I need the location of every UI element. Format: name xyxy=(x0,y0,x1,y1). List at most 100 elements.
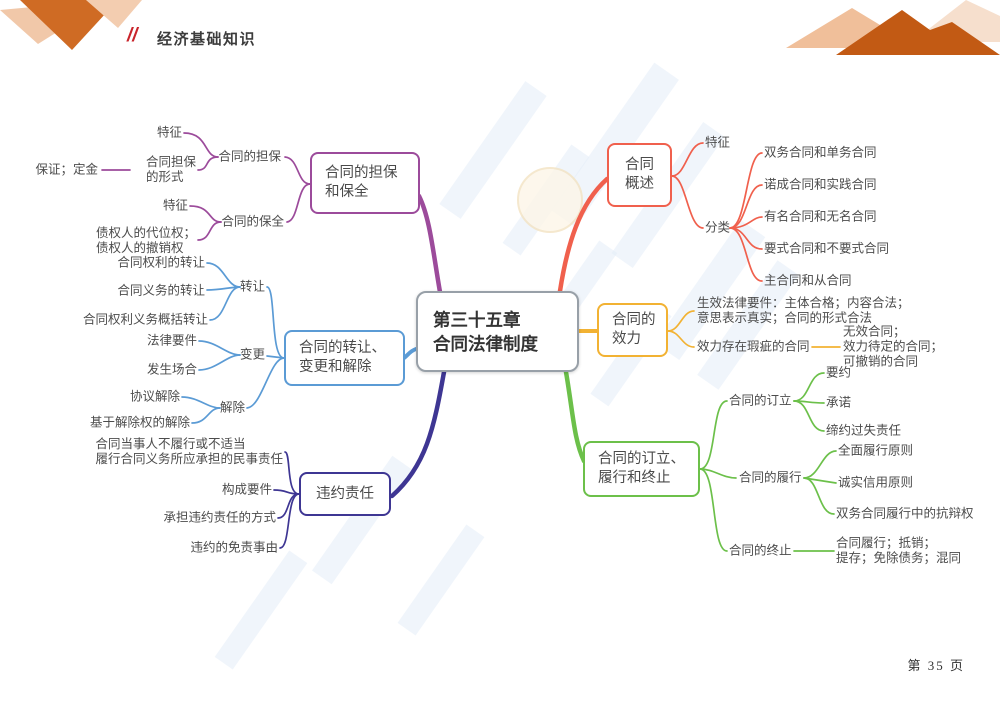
connector-line xyxy=(729,227,763,282)
contract-preservation-line1: 合同的保全 xyxy=(221,214,284,229)
connector-line xyxy=(667,330,695,348)
overview-feature: 特征 xyxy=(705,136,730,151)
connector-line xyxy=(206,262,241,288)
watermark-stripe xyxy=(697,260,799,390)
transfer: 转让 xyxy=(240,280,265,295)
connector-line xyxy=(197,221,222,241)
class-formal-line1: 要式合同和不要式合同 xyxy=(764,241,890,256)
box-transfer: 合同的转让、变更和解除 xyxy=(284,330,405,386)
breach-exemptions-line1: 违约的免责事由 xyxy=(190,540,278,555)
connector-line xyxy=(699,468,728,552)
rescission: 解除 xyxy=(220,401,245,416)
box-transfer-line1: 合同的转让、 xyxy=(299,340,386,356)
class-nominate: 有名合同和无名合同 xyxy=(764,210,877,225)
full-performance-line1: 全面履行原则 xyxy=(838,443,914,458)
central-topic-line1: 第三十五章 xyxy=(433,309,521,330)
box-overview-line1: 合同 xyxy=(625,157,654,173)
breach-definition-line1: 合同当事人不履行或不适当 xyxy=(95,437,246,451)
class-principal: 主合同和从合同 xyxy=(764,274,852,289)
connector-line xyxy=(279,493,300,549)
corner-triangle-decoration xyxy=(86,0,142,28)
guarantee-feature-line1: 特征 xyxy=(156,125,182,140)
breach-exemptions: 违约的免责事由 xyxy=(190,541,278,556)
class-principal-line1: 主合同和从合同 xyxy=(764,273,852,288)
class-consensual-line1: 诺成合同和实践合同 xyxy=(764,177,877,192)
box-breach-line1: 违约责任 xyxy=(316,485,374,502)
connector-line xyxy=(803,450,837,479)
culpa-in-contrahendo: 缔约过失责任 xyxy=(826,424,901,439)
transfer-rights-line1: 合同权利的转让 xyxy=(117,255,205,270)
modify-legal-elements-line1: 法律要件 xyxy=(146,333,197,348)
connector-line xyxy=(197,156,219,171)
connector-line xyxy=(803,477,835,515)
modification-line1: 变更 xyxy=(239,347,265,362)
offer: 要约 xyxy=(826,366,851,381)
box-overview: 合同概述 xyxy=(607,143,672,207)
guarantee-forms-detail-line1: 保证；定金 xyxy=(35,162,98,177)
modification: 变更 xyxy=(240,348,265,363)
preservation-rights-line2: 债权人的撤销权 xyxy=(95,241,184,255)
overview-classification-line1: 分类 xyxy=(705,220,731,235)
performance: 合同的履行 xyxy=(739,471,802,486)
rescind-by-agreement: 协议解除 xyxy=(130,390,180,405)
validity-defective-types-line3: 可撤销的合同 xyxy=(843,354,919,369)
termination-ways-line2: 提存；免除债务；混同 xyxy=(836,551,962,565)
connector-line xyxy=(389,369,447,499)
breach-liability-forms: 承担违约责任的方式 xyxy=(163,511,276,526)
connector-line xyxy=(667,310,695,332)
termination-line1: 合同的终止 xyxy=(729,543,792,558)
validity-defective-types-line2: 效力待定的合同； xyxy=(843,339,944,354)
connector-line xyxy=(277,493,300,519)
full-performance: 全面履行原则 xyxy=(838,444,913,459)
rescind-by-right-line1: 基于解除权的解除 xyxy=(89,415,190,430)
breach-liability-forms-line1: 承担违约责任的方式 xyxy=(163,510,276,525)
class-nominate-line1: 有名合同和无名合同 xyxy=(764,209,877,224)
class-bilateral: 双务合同和单务合同 xyxy=(764,146,877,161)
transfer-comprehensive-line1: 合同权利义务概括转让 xyxy=(82,312,208,327)
validity-defective-line1: 效力存在瑕疵的合同 xyxy=(697,339,810,354)
culpa-in-contrahendo-line1: 缔约过失责任 xyxy=(826,423,902,438)
rescind-by-agreement-line1: 协议解除 xyxy=(129,389,180,404)
preservation-feature: 特征 xyxy=(163,199,188,214)
guarantee-forms: 合同担保的形式 xyxy=(146,155,196,185)
connector-line xyxy=(416,193,443,295)
overview-feature-line1: 特征 xyxy=(705,135,731,150)
connector-line xyxy=(198,354,241,371)
connector-line xyxy=(557,176,610,294)
connector-line xyxy=(266,355,285,359)
performance-line1: 合同的履行 xyxy=(739,470,802,485)
connector-line xyxy=(402,347,418,360)
validity-defective-types-line1: 无效合同； xyxy=(843,324,906,339)
guarantee-forms-line1: 合同担保 xyxy=(145,155,196,169)
connector-line xyxy=(793,372,825,402)
preservation-rights-line1: 债权人的代位权； xyxy=(95,226,196,240)
box-guarantee: 合同的担保和保全 xyxy=(310,152,420,214)
connector-line xyxy=(246,357,285,409)
preservation-rights: 债权人的代位权；债权人的撤销权 xyxy=(96,226,196,256)
corner-triangle-decoration xyxy=(20,0,118,50)
guarantee-feature: 特征 xyxy=(157,126,182,141)
transfer-rights: 合同权利的转让 xyxy=(117,256,205,271)
defense-rights-line1: 双务合同履行中的抗辩权 xyxy=(836,506,974,521)
modify-occasions-line1: 发生场合 xyxy=(146,362,197,377)
connector-line xyxy=(729,184,763,229)
transfer-line1: 转让 xyxy=(239,279,265,294)
guarantee-forms-detail: 保证；定金 xyxy=(35,163,98,178)
contract-guarantee: 合同的担保 xyxy=(218,150,281,165)
termination-ways-line1: 合同履行；抵销； xyxy=(836,536,937,550)
connector-line xyxy=(191,407,221,424)
class-consensual: 诺成合同和实践合同 xyxy=(764,178,877,193)
transfer-obligations: 合同义务的转让 xyxy=(117,284,205,299)
box-guarantee-line1: 合同的担保 xyxy=(325,165,398,181)
modify-occasions: 发生场合 xyxy=(147,363,197,378)
validity-requirements-line2: 意思表示真实；合同的形式合法 xyxy=(697,311,873,325)
connector-line xyxy=(198,340,241,356)
box-formation: 合同的订立、履行和终止 xyxy=(583,441,700,497)
central-topic-line2: 合同法律制度 xyxy=(433,333,538,354)
rescind-by-right: 基于解除权的解除 xyxy=(90,416,190,431)
connector-line xyxy=(189,205,222,223)
box-guarantee-line2: 和保全 xyxy=(325,184,369,200)
box-formation-line1: 合同的订立、 xyxy=(598,451,685,467)
box-formation-line2: 履行和终止 xyxy=(598,470,671,486)
header-slashes-icon: // xyxy=(127,25,138,46)
